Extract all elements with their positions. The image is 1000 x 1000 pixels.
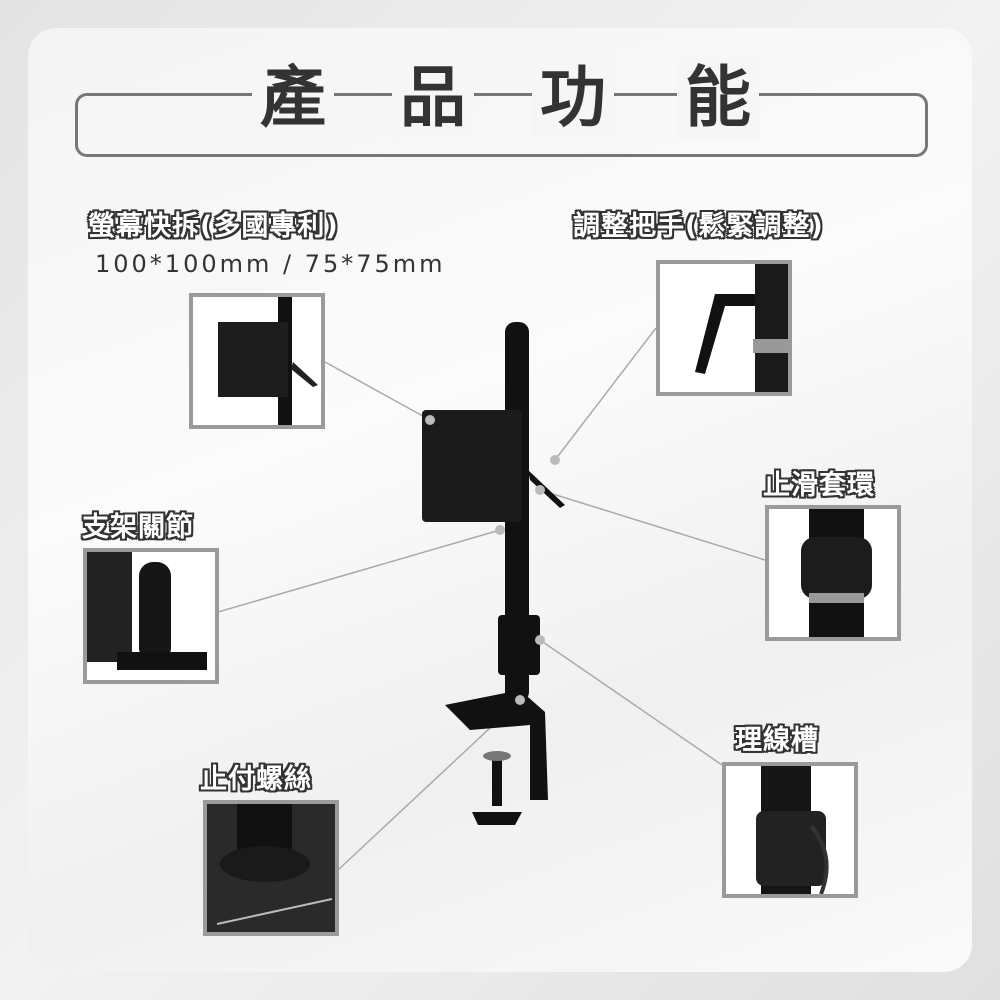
title-char: 品: [392, 58, 474, 138]
photo-joint: [83, 548, 219, 684]
feature-label-cable: 理線槽: [735, 725, 819, 756]
feature-spec-vesa: 100*100mm / 75*75mm: [95, 250, 446, 278]
feature-label-ring: 止滑套環: [763, 470, 875, 501]
photo-ring: [765, 505, 901, 641]
title-char: 產: [252, 58, 334, 138]
title-char: 功: [532, 58, 614, 138]
feature-label-handle: 調整把手(鬆緊調整): [573, 211, 824, 242]
connector-dots: [425, 415, 560, 705]
photo-set-screw: [203, 800, 339, 936]
title-char: 能: [677, 58, 759, 138]
photo-handle: [656, 260, 792, 396]
feature-label-screw: 止付螺絲: [200, 764, 312, 795]
feature-label-quick-release: 螢幕快拆(多國專利): [88, 211, 339, 242]
feature-label-joint: 支架關節: [82, 512, 194, 543]
photo-cable-slot: [722, 762, 858, 898]
connector-lines: [217, 327, 766, 871]
photo-quick-release: [189, 293, 325, 429]
monitor-arm: [422, 322, 565, 825]
title-frame: [75, 93, 928, 157]
